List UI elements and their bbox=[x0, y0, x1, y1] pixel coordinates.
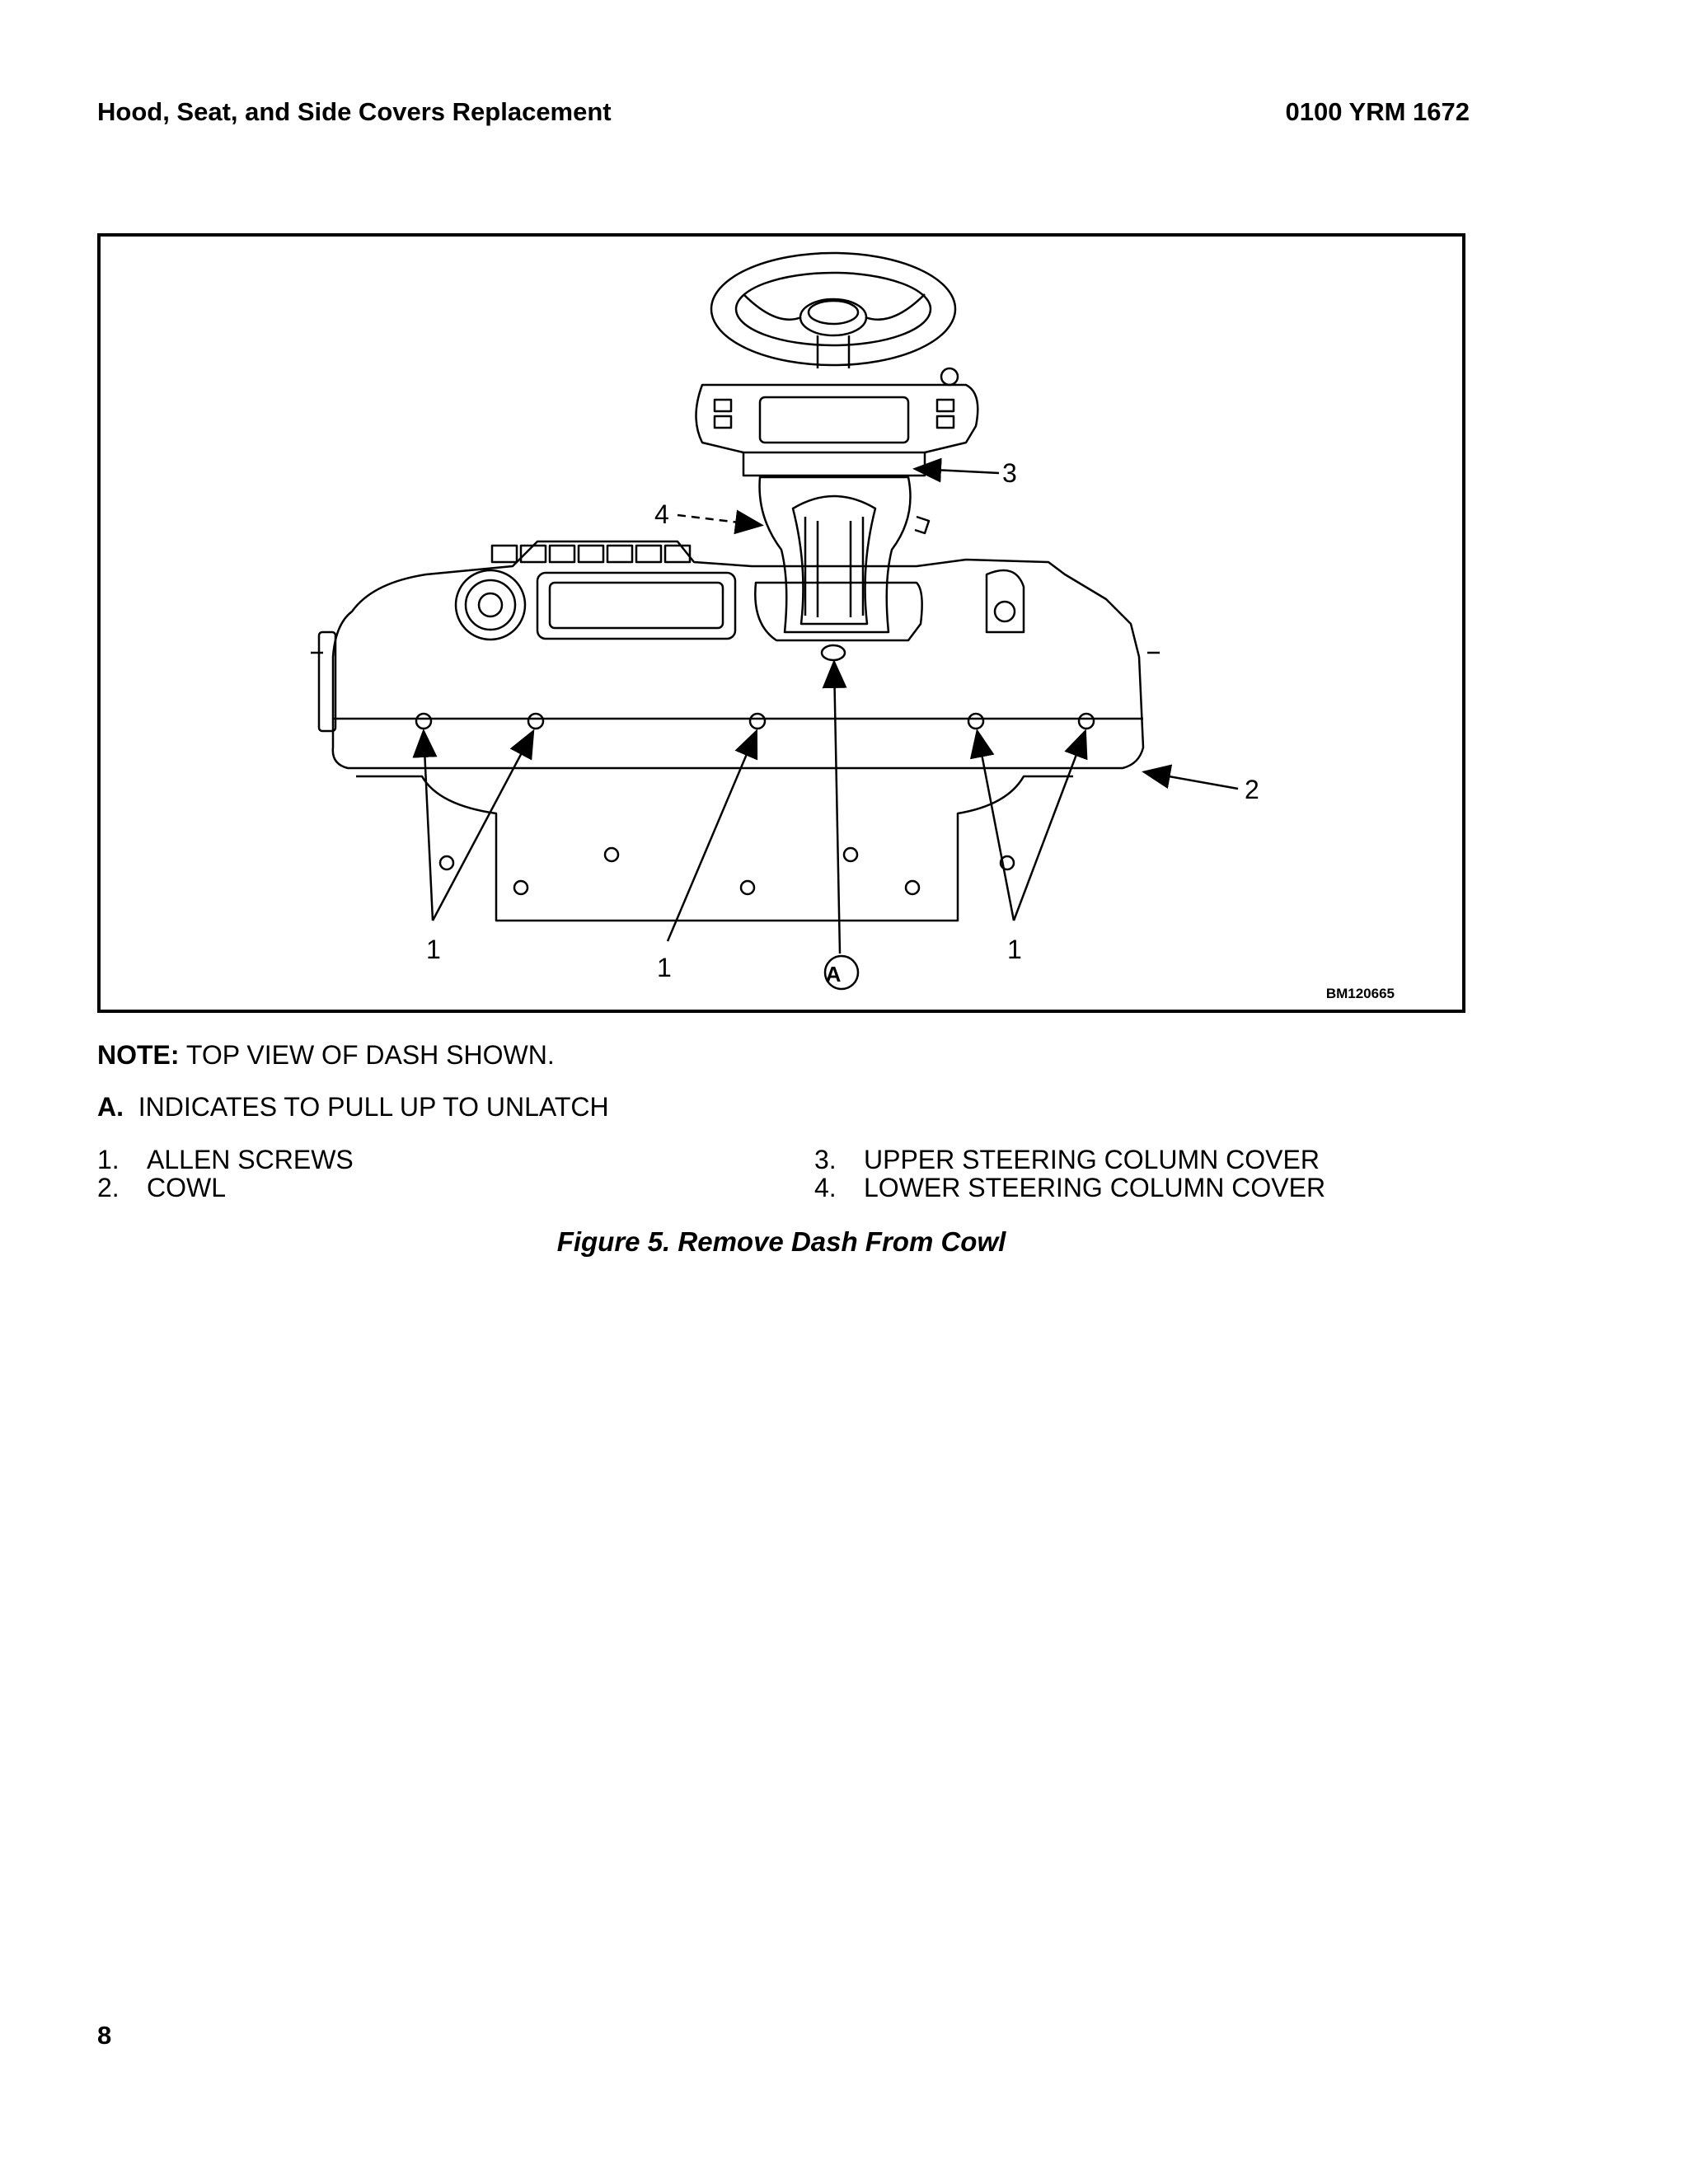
figure-id: BM120665 bbox=[1326, 986, 1395, 1001]
legend-num: 1. bbox=[97, 1145, 120, 1174]
dash-vent-slats bbox=[490, 544, 692, 564]
callout-a: A bbox=[826, 962, 842, 987]
note-text: TOP VIEW OF DASH SHOWN. bbox=[179, 1040, 555, 1070]
cup-holder bbox=[454, 569, 527, 641]
legend-item: 3. UPPER STEERING COLUMN COVER bbox=[814, 1146, 1325, 1174]
indicator-a: A. INDICATES TO PULL UP TO UNLATCH bbox=[97, 1092, 609, 1122]
legend-column-1: 1. ALLEN SCREWS 2. COWL bbox=[97, 1146, 354, 1202]
legend-label: ALLEN SCREWS bbox=[147, 1145, 354, 1174]
right-knob bbox=[985, 569, 1025, 634]
legend-label: COWL bbox=[147, 1173, 226, 1202]
legend-label: UPPER STEERING COLUMN COVER bbox=[864, 1145, 1320, 1174]
callout-4: 4 bbox=[654, 499, 669, 529]
legend-num: 3. bbox=[814, 1145, 837, 1174]
legend-item: 2. COWL bbox=[97, 1174, 354, 1202]
page-header-title: Hood, Seat, and Side Covers Replacement bbox=[97, 97, 612, 126]
figure-frame: 1 1 1 2 3 4 A BM120665 bbox=[97, 233, 1465, 1013]
figure-caption: Figure 5. Remove Dash From Cowl bbox=[556, 1226, 1006, 1257]
legend-label: LOWER STEERING COLUMN COVER bbox=[864, 1173, 1326, 1202]
note-label: NOTE: bbox=[97, 1040, 180, 1070]
storage-tray bbox=[536, 571, 737, 640]
callout-1-right: 1 bbox=[1007, 935, 1022, 964]
steering-wheel bbox=[710, 251, 957, 368]
callout-a-circle bbox=[823, 954, 860, 991]
callout-3: 3 bbox=[1002, 458, 1017, 488]
legend-num: 4. bbox=[814, 1173, 837, 1202]
allen-screws bbox=[415, 712, 1095, 730]
legend-item: 1. ALLEN SCREWS bbox=[97, 1146, 354, 1174]
legend-item: 4. LOWER STEERING COLUMN COVER bbox=[814, 1174, 1325, 1202]
page-header-doc-number: 0100 YRM 1672 bbox=[1285, 97, 1470, 126]
page-number: 8 bbox=[97, 2021, 112, 2050]
note: NOTE: TOP VIEW OF DASH SHOWN. bbox=[97, 1040, 555, 1071]
legend-column-2: 3. UPPER STEERING COLUMN COVER 4. LOWER ST… bbox=[814, 1146, 1325, 1202]
callout-1-left: 1 bbox=[426, 935, 441, 964]
dash-illustration: 1 1 1 2 3 4 A BM120665 bbox=[311, 251, 1395, 1001]
cowl bbox=[311, 540, 1160, 770]
lower-steering-column-cover bbox=[758, 476, 931, 634]
release-latch bbox=[820, 644, 846, 662]
indicator-label: A. bbox=[97, 1092, 124, 1122]
legend-num: 2. bbox=[97, 1173, 120, 1202]
callout-1-center: 1 bbox=[657, 953, 672, 982]
callout-2: 2 bbox=[1245, 775, 1259, 804]
upper-steering-column-cover bbox=[695, 367, 979, 477]
indicator-text: INDICATES TO PULL UP TO UNLATCH bbox=[138, 1092, 609, 1122]
base-plate bbox=[356, 775, 1073, 922]
